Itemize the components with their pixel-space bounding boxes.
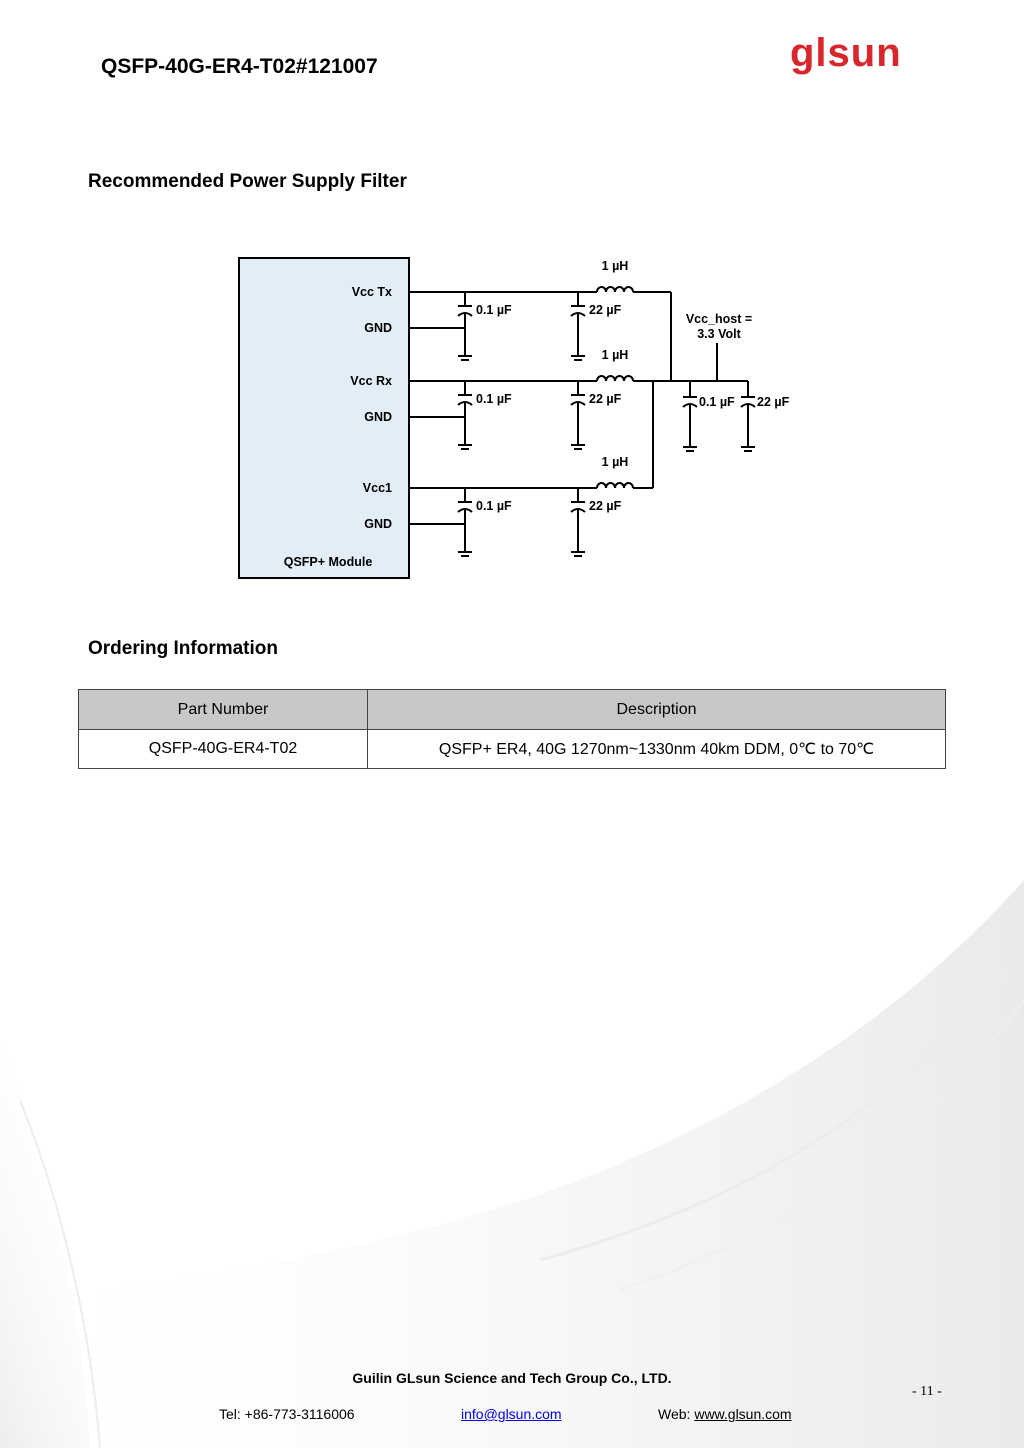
capacitor-symbols xyxy=(457,305,756,513)
cap-label-host-small: 0.1 µF xyxy=(699,395,735,409)
vcc-host-label: Vcc_host = xyxy=(686,312,752,326)
circuit-wires xyxy=(409,291,749,552)
cap-label-tx-large: 22 µF xyxy=(589,303,622,317)
pin-label-vcc1: Vcc1 xyxy=(363,481,392,495)
qsfp-module-box xyxy=(238,257,410,579)
svg-text:glsun: glsun xyxy=(790,32,902,75)
table-row: QSFP-40G-ER4-T02 QSFP+ ER4, 40G 1270nm~1… xyxy=(78,729,946,769)
part-number-cell: QSFP-40G-ER4-T02 xyxy=(78,729,368,769)
footer-company-name: Guilin GLsun Science and Tech Group Co.,… xyxy=(352,1370,672,1386)
footer-telephone: Tel: +86-773-3116006 xyxy=(219,1406,355,1422)
ground-symbols xyxy=(458,355,755,557)
inductor-symbols xyxy=(596,286,634,489)
column-header-part-number: Part Number xyxy=(78,689,368,730)
page-number: - 11 - xyxy=(912,1384,942,1399)
cap-label-vcc1-small: 0.1 µF xyxy=(476,499,512,513)
glsun-logo: glsun xyxy=(790,32,902,75)
document-title: QSFP-40G-ER4-T02#121007 xyxy=(101,55,378,78)
inductor-label-3: 1 µH xyxy=(602,455,629,469)
pin-label-gnd-1: GND xyxy=(364,321,392,335)
footer-email-link[interactable]: info@glsun.com xyxy=(461,1406,562,1422)
module-label: QSFP+ Module xyxy=(284,555,373,569)
cap-label-rx-large: 22 µF xyxy=(589,392,622,406)
pin-label-gnd-3: GND xyxy=(364,517,392,531)
cap-label-host-large: 22 µF xyxy=(757,395,790,409)
cap-label-tx-small: 0.1 µF xyxy=(476,303,512,317)
inductor-label-2: 1 µH xyxy=(602,348,629,362)
power-supply-filter-schematic: Vcc Tx GND Vcc Rx GND Vcc1 GND QSFP+ Mod… xyxy=(238,257,790,579)
inductor-label-1: 1 µH xyxy=(602,259,629,273)
ordering-table: Part Number Description QSFP-40G-ER4-T02… xyxy=(78,689,946,769)
footer-web-label: Web: xyxy=(658,1406,691,1422)
vcc-host-voltage: 3.3 Volt xyxy=(697,327,741,341)
description-cell: QSFP+ ER4, 40G 1270nm~1330nm 40km DDM, 0… xyxy=(367,729,946,769)
table-header-row: Part Number Description xyxy=(78,689,946,730)
power-supply-filter-heading: Recommended Power Supply Filter xyxy=(88,171,407,192)
cap-label-vcc1-large: 22 µF xyxy=(589,499,622,513)
column-header-description: Description xyxy=(367,689,946,730)
pin-label-vcc-rx: Vcc Rx xyxy=(350,374,392,388)
ordering-information-heading: Ordering Information xyxy=(88,638,278,659)
pin-label-vcc-tx: Vcc Tx xyxy=(352,285,392,299)
cap-label-rx-small: 0.1 µF xyxy=(476,392,512,406)
footer-web-link[interactable]: www.glsun.com xyxy=(694,1406,792,1422)
footer-web: Web: www.glsun.com xyxy=(658,1406,792,1422)
pin-label-gnd-2: GND xyxy=(364,410,392,424)
